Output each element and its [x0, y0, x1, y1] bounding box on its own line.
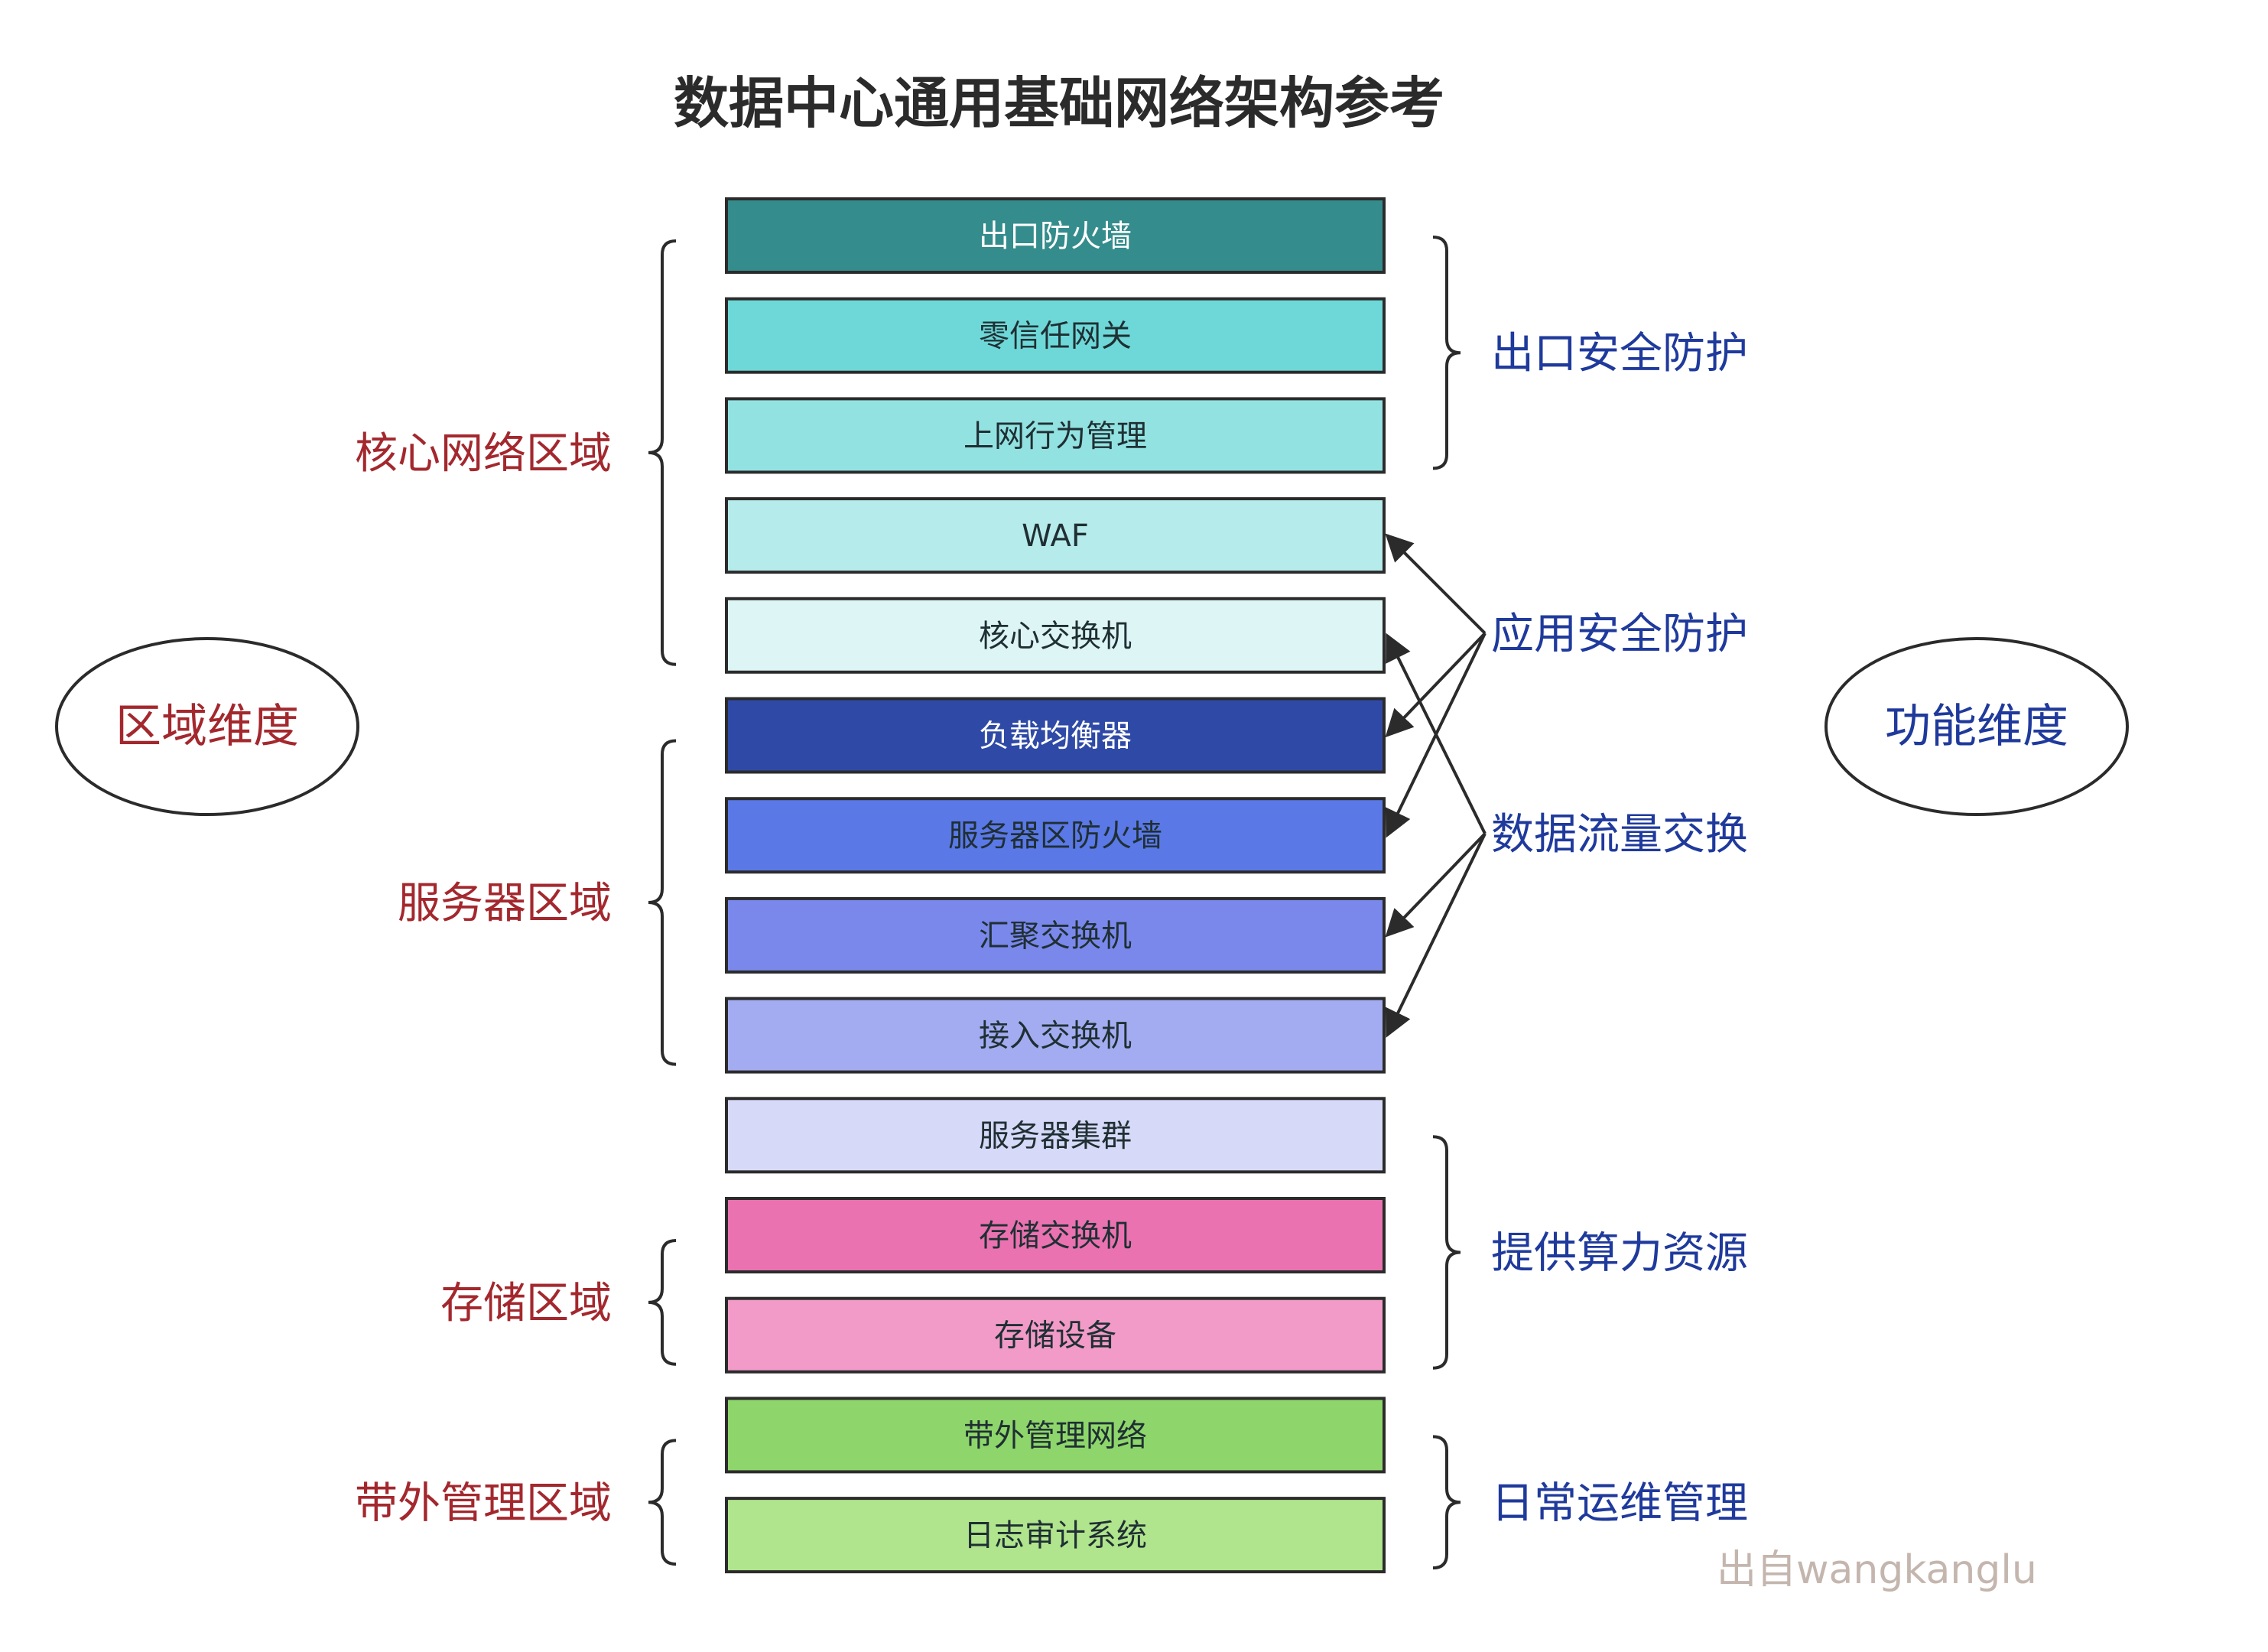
function-arrow	[1385, 632, 1487, 738]
watermark: 出自wangkanglu	[1717, 1547, 2037, 1593]
layer-rect	[725, 1296, 1386, 1374]
layer-rect	[725, 697, 1386, 774]
layer-rect	[725, 997, 1386, 1074]
function-annotation: 日常运维管理	[1432, 1435, 1748, 1570]
layer-box: 上网行为管理	[725, 397, 1386, 474]
function-label: 数据流量交换	[1491, 810, 1748, 860]
function-brace	[1432, 1135, 1461, 1370]
zone-label: 服务器区域	[398, 879, 612, 928]
function-arrow	[1385, 832, 1487, 938]
layer-box: 服务器区防火墙	[725, 797, 1386, 874]
function-brace	[1432, 236, 1461, 470]
zone-brace	[648, 739, 677, 1066]
layer-box: 日志审计系统	[725, 1497, 1386, 1574]
zone-label: 核心网络区域	[355, 429, 612, 479]
function-arrow	[1386, 633, 1487, 834]
zone-brace	[648, 1239, 677, 1366]
layer-box: 存储交换机	[725, 1197, 1386, 1273]
layer-rect	[725, 1397, 1386, 1474]
function-annotation: 数据流量交换	[1385, 633, 1748, 1038]
layer-rect	[725, 497, 1386, 574]
layer-box: 带外管理网络	[725, 1397, 1386, 1474]
layer-box: 核心交换机	[725, 597, 1386, 674]
function-arrow	[1385, 833, 1487, 1038]
function-label: 应用安全防护	[1491, 610, 1748, 659]
zone-annotation: 核心网络区域	[355, 239, 677, 666]
function-annotation: 应用安全防护	[1385, 533, 1748, 838]
layer-rect	[725, 597, 1386, 674]
layer-box: 服务器集群	[725, 1097, 1386, 1174]
function-annotation: 出口安全防护	[1432, 236, 1748, 470]
zone-annotation: 带外管理区域	[355, 1439, 677, 1566]
function-annotation: 提供算力资源	[1432, 1135, 1748, 1370]
right-dimension-label: 功能维度	[1885, 700, 2068, 753]
left-dimension: 区域维度	[55, 637, 359, 816]
function-label: 出口安全防护	[1491, 329, 1748, 379]
layer-box: 零信任网关	[725, 297, 1386, 374]
layer-box: 汇聚交换机	[725, 896, 1386, 974]
zone-label: 存储区域	[440, 1279, 612, 1328]
right-dimension: 功能维度	[1824, 637, 2129, 816]
layer-rect	[725, 197, 1386, 274]
layer-label: 带外管理网络	[963, 1418, 1147, 1453]
layer-label: 接入交换机	[979, 1019, 1132, 1054]
layer-label: 上网行为管理	[963, 418, 1147, 454]
zone-annotation: 服务器区域	[398, 739, 677, 1066]
layer-label: 核心交换机	[979, 619, 1132, 654]
layer-label: 服务器集群	[979, 1118, 1132, 1153]
function-label: 日常运维管理	[1491, 1478, 1748, 1528]
left-dimension-ellipse	[55, 637, 359, 816]
layer-rect	[725, 1197, 1386, 1273]
layer-label: 出口防火墙	[979, 219, 1132, 254]
zone-annotation: 存储区域	[440, 1239, 677, 1366]
layer-rect	[725, 297, 1386, 374]
layer-box: 出口防火墙	[725, 197, 1386, 274]
left-dimension-label: 区域维度	[115, 700, 299, 753]
right-dimension-ellipse	[1824, 637, 2129, 816]
layer-rect	[725, 797, 1386, 874]
function-arrow	[1385, 533, 1487, 635]
layer-box: 负载均衡器	[725, 697, 1386, 774]
function-brace	[1432, 1435, 1461, 1570]
layer-rect	[725, 1097, 1386, 1174]
layer-label: 零信任网关	[979, 319, 1132, 354]
zone-brace	[648, 239, 677, 666]
layer-box: 接入交换机	[725, 997, 1386, 1074]
diagram-title: 数据中心通用基础网络架构参考	[674, 71, 1444, 135]
layer-box: WAF	[725, 497, 1386, 574]
zone-brace	[648, 1439, 677, 1566]
layer-label: 日志审计系统	[963, 1518, 1147, 1553]
function-label: 提供算力资源	[1491, 1229, 1748, 1279]
layer-rect	[725, 397, 1386, 474]
zone-label: 带外管理区域	[355, 1478, 612, 1528]
layer-label: 负载均衡器	[979, 719, 1132, 754]
layer-label: 存储设备	[994, 1319, 1116, 1354]
layer-label: 存储交换机	[979, 1218, 1132, 1254]
layer-box: 存储设备	[725, 1296, 1386, 1374]
layer-label: WAF	[1022, 519, 1089, 554]
layer-rect	[725, 1497, 1386, 1574]
layer-label: 服务器区防火墙	[948, 818, 1162, 854]
layer-label: 汇聚交换机	[979, 919, 1132, 954]
layer-rect	[725, 896, 1386, 974]
